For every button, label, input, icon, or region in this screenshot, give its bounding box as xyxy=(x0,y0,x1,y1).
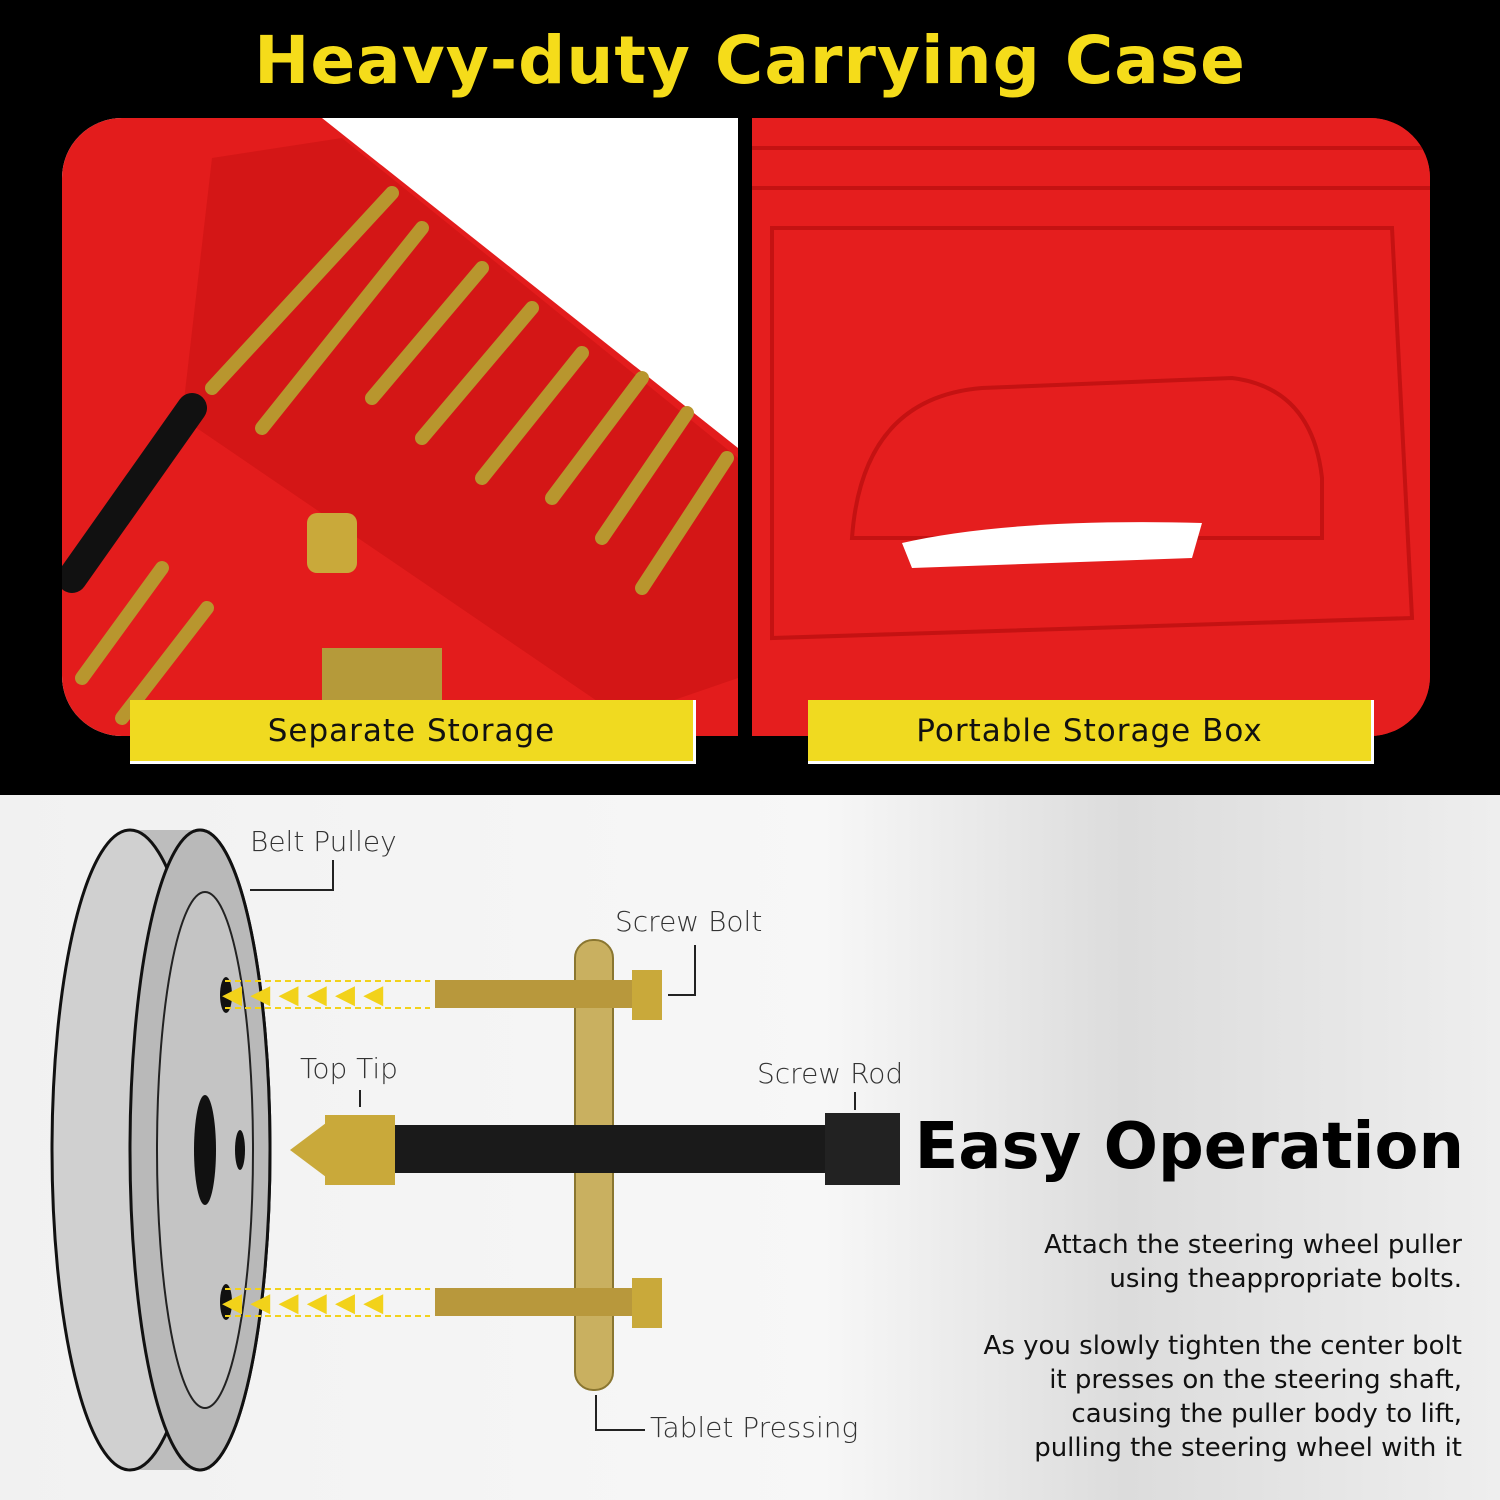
page-title: Heavy-duty Carrying Case xyxy=(254,22,1246,99)
text-line: pulling the steering wheel with it xyxy=(1034,1433,1462,1463)
separate-storage-photo xyxy=(62,118,738,736)
text-line: using theappropriate bolts. xyxy=(1109,1264,1462,1294)
svg-text:◀ ◀ ◀ ◀ ◀ ◀: ◀ ◀ ◀ ◀ ◀ ◀ xyxy=(222,980,383,1010)
belt-pulley-callout: Belt Pulley xyxy=(250,825,397,858)
portable-storage-box-label: Portable Storage Box xyxy=(808,700,1374,764)
svg-text:◀ ◀ ◀ ◀ ◀ ◀: ◀ ◀ ◀ ◀ ◀ ◀ xyxy=(222,1288,383,1318)
tablet-pressing-callout: Tablet Pressing xyxy=(650,1411,859,1444)
easy-operation-heading: Easy Operation xyxy=(914,1110,1464,1184)
top-tip-callout: Top Tip xyxy=(300,1052,398,1085)
text-line: As you slowly tighten the center bolt xyxy=(983,1331,1462,1361)
puller-diagram: ◀ ◀ ◀ ◀ ◀ ◀ ◀ ◀ ◀ ◀ ◀ ◀ xyxy=(50,828,900,1472)
text-line: it presses on the steering shaft, xyxy=(1049,1365,1462,1395)
instruction-paragraph-2: As you slowly tighten the center bolt it… xyxy=(984,1329,1462,1465)
text-line: causing the puller body to lift, xyxy=(1071,1399,1462,1429)
separate-storage-label: Separate Storage xyxy=(130,700,696,764)
top-section: Heavy-duty Carrying Case xyxy=(62,22,1430,764)
text-line: Attach the steering wheel puller xyxy=(1044,1230,1462,1260)
screw-rod-callout: Screw Rod xyxy=(757,1057,904,1090)
screw-bolt-callout: Screw Bolt xyxy=(615,905,763,938)
instruction-paragraph-1: Attach the steering wheel puller using t… xyxy=(1044,1228,1462,1296)
easy-operation-section: ◀ ◀ ◀ ◀ ◀ ◀ ◀ ◀ ◀ ◀ ◀ ◀ Belt Pulley Screw… xyxy=(0,795,1500,1500)
portable-storage-box-photo xyxy=(752,118,1430,736)
